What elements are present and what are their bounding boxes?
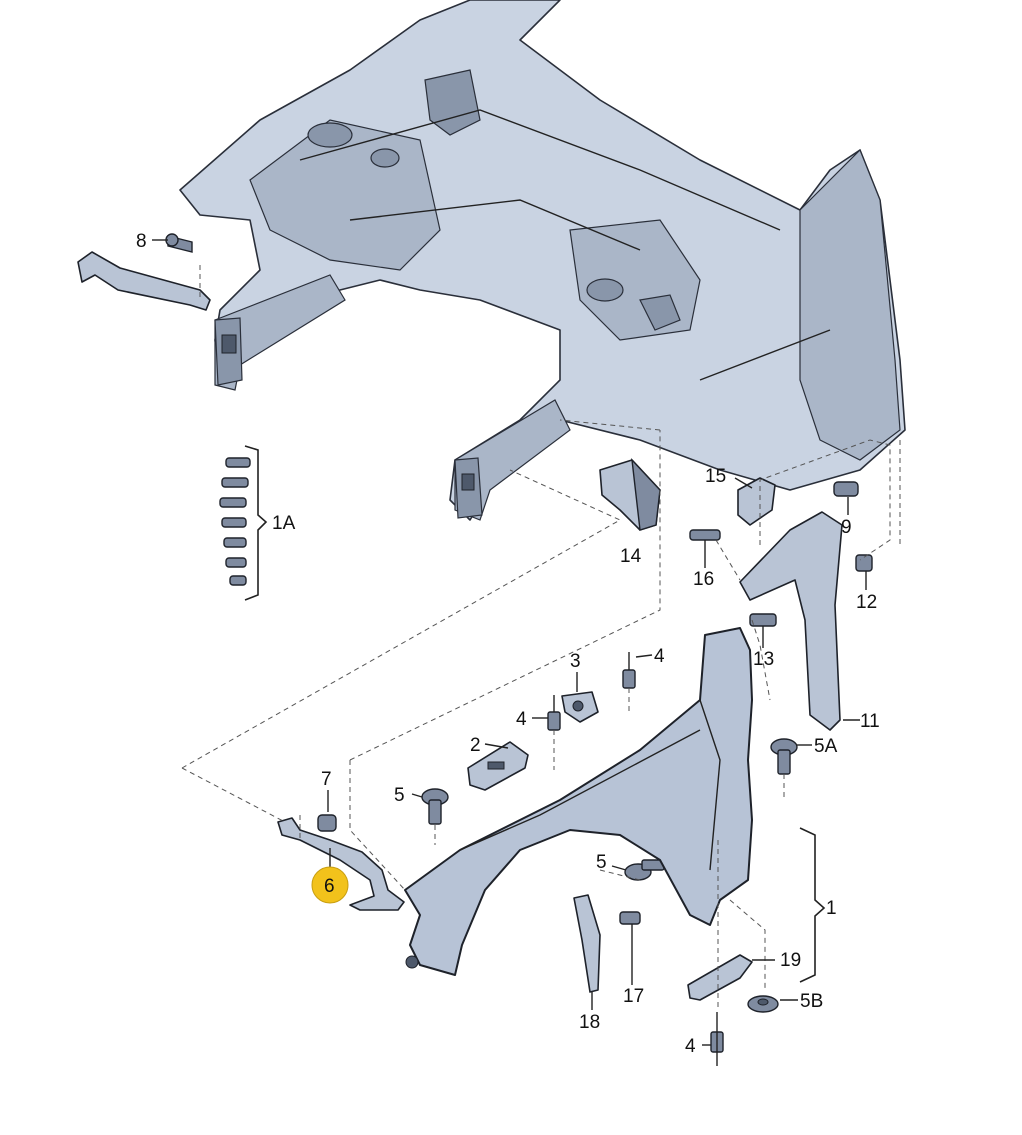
- part-4-screw-b: [547, 695, 561, 731]
- part-13-screw: [749, 613, 777, 627]
- callout-3: 3: [570, 651, 581, 672]
- part-12-fastener: [855, 554, 873, 572]
- callout-9: 9: [841, 517, 852, 538]
- vehicle-front-structure: [179, 0, 906, 521]
- highlight-circle-6: [311, 866, 349, 904]
- part-1A-fastener-set: [219, 457, 251, 586]
- callout-5A: 5A: [814, 736, 838, 757]
- part-11-trim: [739, 511, 843, 731]
- brace-1A: [244, 445, 268, 601]
- part-5-screw-a: [421, 788, 449, 825]
- part-18-seal: [573, 894, 601, 1010]
- callout-13: 13: [753, 649, 774, 670]
- part-14-block: [599, 457, 661, 531]
- callout-4-top: 4: [654, 646, 665, 667]
- callout-4-bottom: 4: [685, 1036, 696, 1057]
- part-16-screw: [689, 529, 721, 541]
- callout-19: 19: [780, 950, 801, 971]
- callout-6: 6: [324, 876, 335, 897]
- callout-5-left: 5: [394, 785, 405, 806]
- callout-5B: 5B: [800, 991, 823, 1012]
- callout-1A: 1A: [272, 513, 296, 534]
- callout-11: 11: [860, 711, 880, 732]
- leader-lines: [152, 239, 867, 1046]
- callout-7: 7: [321, 769, 332, 790]
- part-2-bracket: [467, 741, 529, 791]
- part-3-bracket: [561, 691, 599, 723]
- callout-4-mid: 4: [516, 709, 527, 730]
- part-19-bracket: [687, 954, 753, 1001]
- part-5B-washer: [747, 995, 779, 1013]
- callout-15: 15: [705, 466, 726, 487]
- part-1-fender: [404, 627, 753, 976]
- part-5A-screw: [770, 738, 798, 775]
- part-4-screw-c: [710, 1012, 724, 1066]
- callout-18: 18: [579, 1012, 600, 1033]
- part-15-cap: [737, 477, 776, 526]
- part-7-nut: [317, 814, 337, 832]
- callout-8: 8: [136, 231, 147, 252]
- part-6-bracket: [277, 817, 405, 911]
- assembly-dashed-lines: [181, 265, 901, 1010]
- callout-16: 16: [693, 569, 714, 590]
- part-8-bracket: [77, 233, 211, 311]
- callout-labels: 8 1A 14 15 9 16 12 13 3 4 4 11 2 5A 7 5 …: [136, 231, 880, 1057]
- callout-14: 14: [620, 546, 642, 567]
- part-17-stud: [619, 911, 641, 985]
- callout-12: 12: [856, 592, 877, 613]
- part-5-screw-b: [624, 859, 665, 881]
- callout-5-mid: 5: [596, 852, 607, 873]
- callout-17: 17: [623, 986, 644, 1007]
- part-9-fastener: [833, 481, 859, 497]
- callout-2: 2: [470, 735, 481, 756]
- callout-1: 1: [826, 898, 837, 919]
- part-4-screw-a: [622, 652, 636, 689]
- brace-1: [799, 827, 826, 983]
